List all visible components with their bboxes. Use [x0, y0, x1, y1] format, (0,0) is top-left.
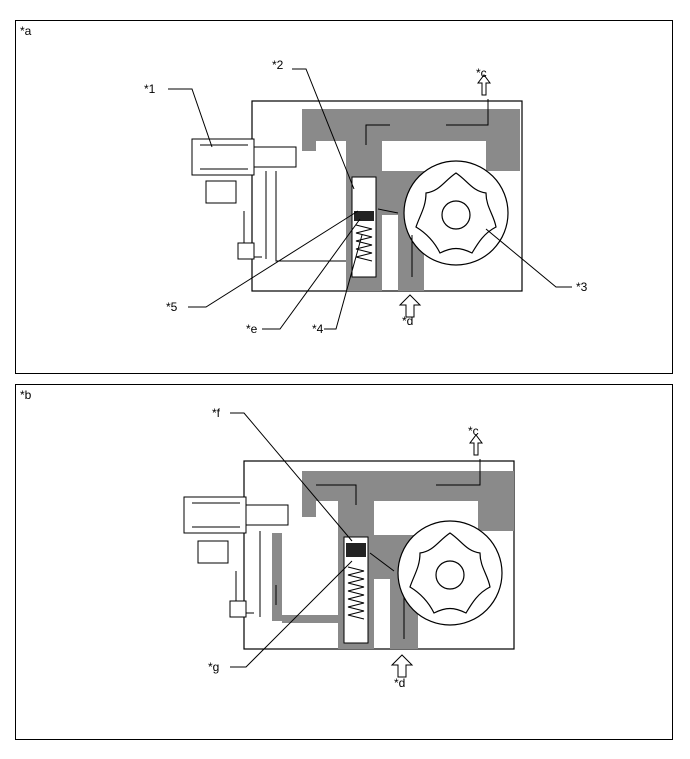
- label-g: *g: [208, 660, 219, 674]
- flow-arrow-icon: [365, 99, 489, 277]
- leader-lines: [230, 412, 353, 668]
- hollow-arrow-icon: [477, 74, 491, 96]
- relief-valve-icon: [343, 536, 369, 644]
- label-d: *d: [402, 314, 413, 328]
- label-4: *4: [312, 322, 324, 336]
- oil-pump-rotor-icon: [403, 160, 509, 266]
- oil-control-valve-icon: [191, 138, 346, 262]
- label-c: *c: [476, 66, 487, 80]
- label-c: *c: [468, 424, 479, 438]
- label-1: *1: [144, 82, 156, 96]
- label-5: *5: [166, 300, 178, 314]
- relief-valve-icon: [351, 176, 377, 278]
- label-f: *f: [212, 406, 221, 420]
- panel-tag-a: *a: [20, 24, 32, 38]
- label-e: *e: [246, 322, 258, 336]
- label-3: *3: [576, 280, 588, 294]
- label-d: *d: [394, 676, 405, 690]
- flow-arrow-icon: [275, 459, 481, 639]
- panel-tag-b: *b: [20, 388, 32, 402]
- valve-diagram-a: *1 *2 *3 *4 *5 *c *d *e: [144, 58, 588, 336]
- hollow-arrow-icon: [398, 294, 422, 318]
- label-2: *2: [272, 58, 284, 72]
- diagram-panel-b: *b: [15, 384, 673, 740]
- hollow-arrow-icon: [390, 654, 414, 678]
- oil-pump-rotor-icon: [397, 520, 503, 626]
- valve-diagram-b: *f *g *c *d: [183, 406, 515, 690]
- diagram-panel-a: *a: [15, 20, 673, 374]
- hollow-arrow-icon: [469, 434, 483, 456]
- leader-lines: [168, 68, 572, 330]
- oil-control-valve-icon: [183, 496, 289, 618]
